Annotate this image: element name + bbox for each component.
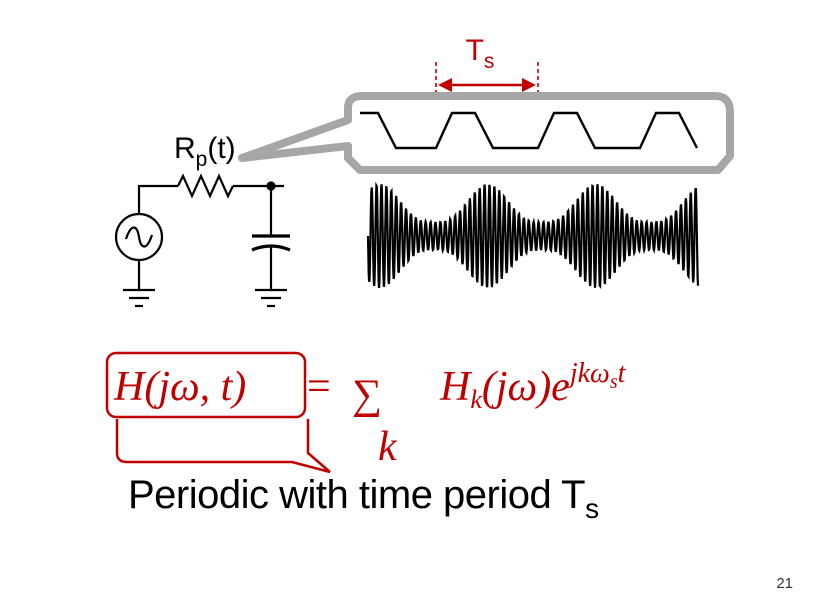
capacitor-icon	[251, 244, 291, 252]
resistor-icon	[177, 173, 234, 199]
period-annotation: Ts	[435, 34, 539, 150]
circuit	[114, 173, 291, 308]
period-arrowhead-left	[438, 78, 452, 92]
source-top-wire	[137, 184, 178, 214]
formula-callout	[115, 419, 331, 474]
formula-sum-index: k	[378, 424, 398, 470]
ground-icon	[123, 288, 155, 308]
periodic-caption: Periodic with time period Ts	[128, 473, 599, 524]
formula-lhs: H(jω, t)	[113, 364, 246, 410]
page-number: 21	[776, 575, 793, 592]
period-label: Ts	[466, 34, 495, 73]
resistor-label: Rp(t)	[174, 132, 236, 171]
ac-source-sine	[124, 226, 154, 248]
formula-rhs: Hk(jω)ejkωst	[439, 358, 627, 414]
waveform-callout	[238, 92, 734, 174]
transfer-function-formula: H(jω, t) = ∑ k Hk(jω)ejkωst	[105, 351, 627, 474]
formula-sum: ∑	[352, 372, 382, 418]
period-arrowhead-right	[522, 78, 536, 92]
response-waveform	[366, 181, 700, 289]
formula-equals: =	[307, 364, 331, 410]
ground-icon	[255, 288, 287, 308]
formula-highlight-box	[105, 351, 307, 419]
switching-waveform	[360, 111, 699, 150]
